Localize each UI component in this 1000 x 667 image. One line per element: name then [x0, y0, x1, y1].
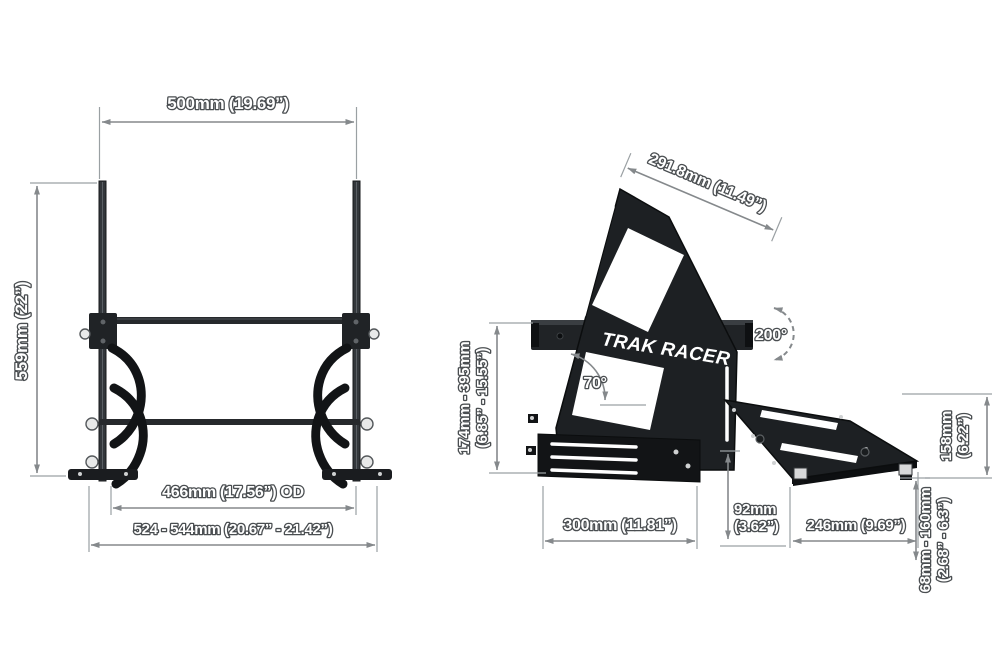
tab-bolt: [530, 416, 534, 420]
dim-height-range: 174mm - 395mm (6.85” - 15.55”): [455, 322, 546, 474]
bolt-head: [755, 434, 765, 444]
adjustment-knob: [360, 417, 374, 431]
right-foot: [322, 469, 392, 480]
plate-hole: [839, 415, 843, 419]
dim-front-height: 92mm (3.62”): [720, 450, 786, 547]
left-foot: [68, 469, 138, 480]
outer-width-label: 524 - 544mm (20.67” - 21.42”): [134, 521, 333, 538]
front-height-label: 92mm: [734, 501, 776, 518]
rail-endcap: [531, 323, 539, 347]
bolt: [353, 319, 359, 325]
clamp-tab: [793, 467, 808, 480]
adjustment-knob: [360, 455, 374, 469]
foot-bolt: [124, 472, 128, 476]
right-clamp: [342, 313, 370, 349]
dim-outer-width: 524 - 544mm (20.67” - 21.42”): [88, 486, 378, 552]
plate-slot: [760, 410, 838, 430]
clamp-tab: [898, 463, 913, 476]
bolt-head: [860, 447, 870, 457]
base-slot: [550, 442, 638, 449]
plate-hole: [732, 408, 736, 412]
height-range-label: 174mm - 395mm: [456, 342, 473, 455]
tilt-angle-callout: 70°: [570, 353, 646, 406]
dim-rear-height: 158mm (6.22”): [902, 393, 992, 479]
plate-hole: [772, 461, 776, 465]
plate-thickness: [793, 461, 917, 486]
inner-width-label: 466mm (17.56”) OD: [162, 484, 304, 501]
base-slot: [550, 455, 638, 462]
pedal-plate: [723, 398, 920, 480]
rotation-angle-callout: 200°: [754, 307, 795, 361]
adjust-height-label: 68mm - 160mm: [917, 488, 934, 593]
dim-adjust-height: 68mm - 160mm (2.68” - 6.3”): [900, 477, 953, 594]
adjustment-knob: [85, 417, 99, 431]
rail-bolt: [556, 332, 564, 340]
base-bolt: [685, 463, 691, 469]
left-clamp: [89, 313, 117, 349]
plate-foot: [792, 478, 804, 484]
left-height-label: 559mm (22”): [12, 282, 31, 381]
top-crossbar: [92, 317, 368, 324]
hook-arm-group-right: [311, 343, 352, 489]
rotation-angle-label: 200°: [755, 327, 787, 344]
base-width-label: 300mm (11.81”): [563, 517, 676, 534]
bolt: [100, 319, 106, 325]
rear-height-inches-label: (6.22”): [955, 413, 972, 458]
base-bolt: [673, 449, 679, 455]
plate-foot: [900, 474, 912, 480]
lower-crossbar: [100, 419, 359, 425]
foot-bolt: [332, 472, 336, 476]
depth-label: 246mm (9.69”): [807, 517, 906, 534]
height-range-inches-label: (6.85” - 15.55”): [474, 348, 491, 449]
base-plate-diagram: 92mm (3.62”) 246mm (9.69”) 158mm (6.22”)…: [720, 393, 992, 594]
rail-endcap: [745, 323, 753, 347]
plate-window-upper: [592, 228, 684, 332]
tab-bolt: [528, 448, 532, 452]
foot-bolt: [78, 472, 82, 476]
plate-slot: [780, 443, 858, 463]
plate-slot: [582, 205, 615, 317]
adjustment-knob: [79, 328, 91, 340]
dim-top-width: 500mm (19.69”): [98, 93, 358, 179]
dim-inner-width: 466mm (17.56”) OD: [110, 483, 357, 515]
bolt: [100, 338, 106, 344]
foot-bolt: [378, 472, 382, 476]
plate-hole: [751, 434, 755, 438]
dim-depth: 246mm (9.69”): [789, 472, 919, 548]
rear-height-label: 158mm: [938, 411, 955, 461]
tilt-angle-label: 70°: [583, 375, 606, 392]
base-slot: [550, 468, 638, 475]
top-width-label: 500mm (19.69”): [167, 94, 288, 113]
front-height-inches-label: (3.62”): [734, 518, 779, 535]
bolt: [353, 338, 359, 344]
adjust-height-inches-label: (2.68” - 6.3”): [935, 498, 952, 582]
adjustment-knob: [368, 328, 380, 340]
front-view-diagram: 500mm (19.69”) 559mm (22”) 466mm (17.56”…: [11, 93, 392, 552]
side-view-diagram: TRAK RACER 70° 200° 291.8mm (11.49”) 174…: [455, 149, 795, 549]
dim-left-height: 559mm (22”): [11, 182, 97, 477]
dim-base-width: 300mm (11.81”): [542, 486, 698, 549]
adjustment-knob: [85, 455, 99, 469]
